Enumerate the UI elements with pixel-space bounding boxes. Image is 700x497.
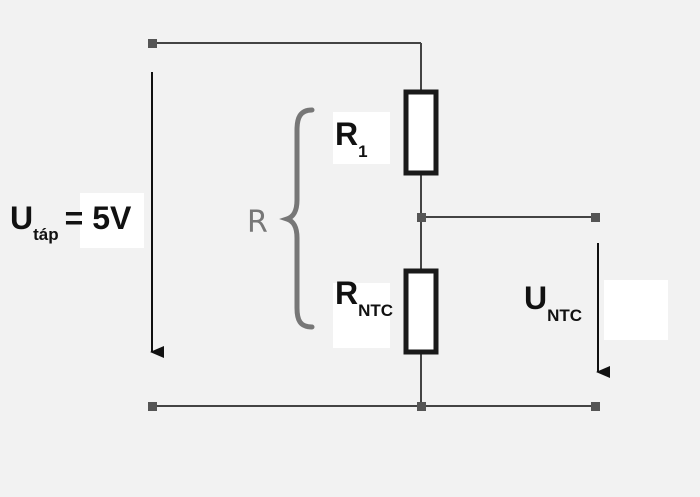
untc-label: UNTC <box>524 280 582 325</box>
resistor-rntc <box>403 268 439 355</box>
terminal-middle-node <box>417 213 426 222</box>
r1-label: R1 <box>335 116 368 161</box>
label-boxes <box>80 112 668 348</box>
rntc-label-box <box>333 283 390 348</box>
supply-label-main: U <box>10 200 33 236</box>
terminals <box>148 39 600 411</box>
supply-label-value: = 5V <box>65 200 132 236</box>
untc-label-sub: NTC <box>547 306 582 325</box>
rntc-label-main: R <box>335 275 358 311</box>
r-group-brace <box>279 107 315 330</box>
supply-label-sub: táp <box>33 225 59 244</box>
terminal-output-bottom <box>591 402 600 411</box>
r1-label-box <box>333 112 390 164</box>
rntc-label-sub: NTC <box>358 301 393 320</box>
r-group-label: R <box>247 205 268 240</box>
supply-voltage-label: Utáp = 5V <box>10 200 132 244</box>
rntc-label: RNTC <box>335 275 393 320</box>
untc-label-box <box>604 280 668 340</box>
terminal-bottom-node <box>417 402 426 411</box>
terminal-output-top <box>591 213 600 222</box>
terminal-bottom-left <box>148 402 157 411</box>
wires <box>152 42 595 407</box>
r1-label-sub: 1 <box>358 142 367 161</box>
supply-value-box <box>80 193 144 248</box>
r1-label-main: R <box>335 116 358 152</box>
terminal-top-left <box>148 39 157 48</box>
untc-label-main: U <box>524 280 547 316</box>
resistor-r1 <box>403 89 439 176</box>
